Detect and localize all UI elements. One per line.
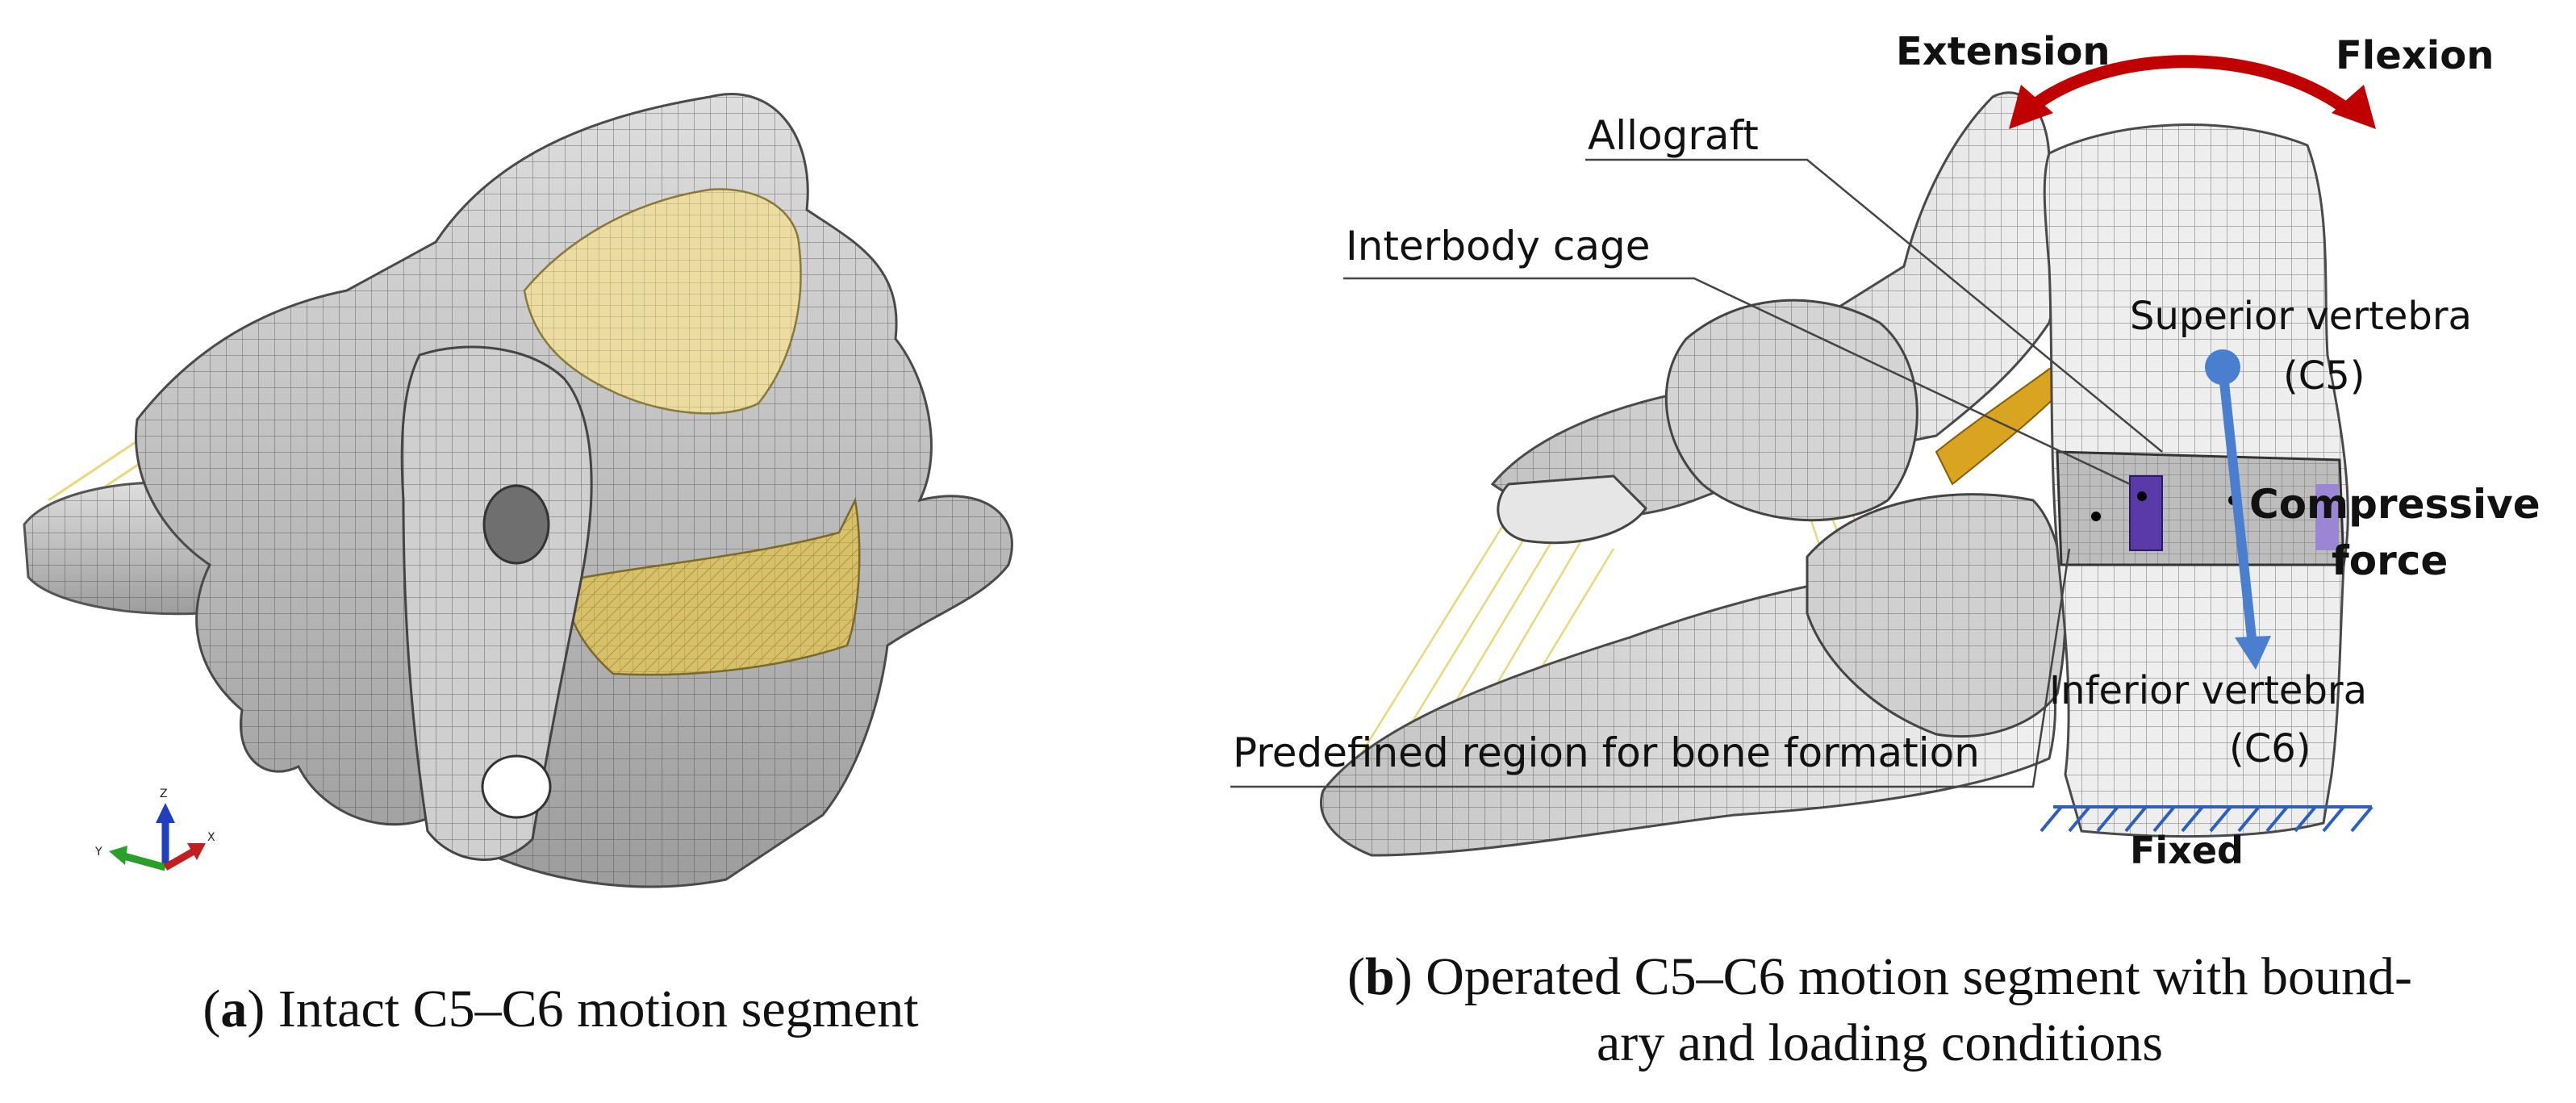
node-marker-2 (2137, 491, 2147, 501)
label-inferior-code: (C6) (2229, 726, 2311, 771)
leader-interbody-cage (1343, 277, 2131, 486)
label-allograft: Allograft (1588, 112, 1759, 159)
label-flexion: Flexion (2336, 33, 2494, 78)
interbody-cage (2129, 475, 2163, 551)
caption-b-letter: b (1365, 947, 1395, 1006)
panel-b-model: Extension Flexion Allograft Interbody ca… (1230, 29, 2541, 872)
caption-b: (b) Operated C5–C6 motion segment with b… (1194, 944, 2566, 1076)
label-force: force (2332, 537, 2448, 584)
triad-x-label: X (207, 831, 215, 844)
compressive-force-arrow (2218, 366, 2257, 646)
rotation-arrowhead-right (2332, 85, 2376, 129)
rotation-arrowhead-left (2009, 85, 2053, 129)
foramen-upper (482, 484, 550, 565)
foramen-lower (481, 754, 552, 819)
caption-b-line1-text: Operated C5–C6 motion segment with bound… (1426, 947, 2412, 1006)
force-origin-dot (2205, 349, 2240, 385)
label-superior-vertebra: Superior vertebra (2130, 294, 2472, 339)
leader-allograft (1585, 158, 2163, 453)
node-marker-1 (2091, 512, 2101, 521)
caption-a-letter: a (220, 980, 248, 1038)
triad-z-label: Z (160, 788, 168, 800)
label-compressive: Compressive (2249, 481, 2541, 528)
label-superior-code: (C5) (2283, 353, 2365, 399)
fixed-boundary-hatch (2040, 805, 2374, 833)
caption-a-text: Intact C5–C6 motion segment (278, 980, 919, 1038)
triad-y-label: Y (94, 846, 102, 859)
caption-a: (a) Intact C5–C6 motion segment (202, 980, 919, 1038)
rotation-arrow (2020, 55, 2356, 119)
label-interbody-cage: Interbody cage (1346, 223, 1651, 269)
leader-predefined-region (1230, 548, 2071, 788)
label-fixed: Fixed (2130, 829, 2244, 872)
label-inferior-vertebra: Inferior vertebra (2049, 668, 2367, 713)
coordinate-triad: Z Y X (94, 788, 215, 871)
cage-lateral-view (2315, 484, 2338, 550)
panel-a-model: Z Y X (23, 93, 1013, 888)
force-arrowhead (2235, 636, 2271, 670)
label-predefined-region: Predefined region for bone formation (1233, 729, 1980, 776)
caption-b-line1: (b) Operated C5–C6 motion segment with b… (1347, 947, 2412, 1006)
label-extension: Extension (1896, 29, 2110, 74)
caption-b-line2: ary and loading conditions (1596, 1013, 2164, 1072)
